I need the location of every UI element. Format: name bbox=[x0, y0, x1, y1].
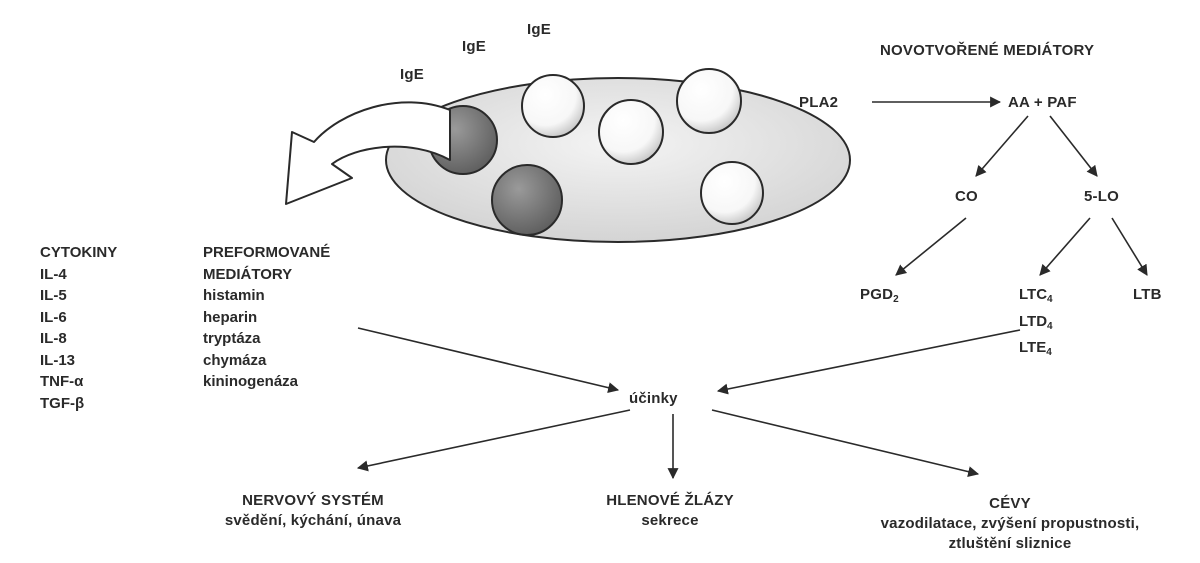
pgd2-label: PGD2 bbox=[860, 284, 899, 310]
5-lo-label: 5-LO bbox=[1084, 186, 1119, 207]
cytokiny-list: CYTOKINY IL-4 IL-5 IL-6 IL-8 IL-13 TNF-α… bbox=[40, 242, 117, 414]
cytokine-item: TGF-β bbox=[40, 393, 117, 415]
preformovane-title-2: MEDIÁTORY bbox=[203, 264, 330, 286]
nerv-desc: svědění, kýchání, únava bbox=[188, 510, 438, 531]
cevy-desc-1: vazodilatace, zvýšení propustnosti, bbox=[840, 513, 1180, 534]
granule-light-1 bbox=[522, 75, 584, 137]
mediator-item: heparin bbox=[203, 307, 330, 329]
arrow-ucinky-to-cevy bbox=[712, 410, 978, 474]
mediator-item: histamin bbox=[203, 285, 330, 307]
cytokine-item: IL-4 bbox=[40, 264, 117, 286]
granule-light-3 bbox=[677, 69, 741, 133]
ucinky-label: účinky bbox=[629, 388, 678, 409]
preformovane-list: PREFORMOVANÉ MEDIÁTORY histamin heparin … bbox=[203, 242, 330, 393]
pgd-subscript: 2 bbox=[893, 294, 899, 305]
mast-cell bbox=[386, 69, 850, 242]
ltb-label: LTB bbox=[1133, 284, 1162, 305]
preformovane-title-1: PREFORMOVANÉ bbox=[203, 242, 330, 264]
granule-light-2 bbox=[599, 100, 663, 164]
arrow-leukotrienes-to-ucinky bbox=[718, 330, 1020, 391]
arrow-mediators-to-ucinky bbox=[358, 328, 618, 390]
cytokine-item: IL-13 bbox=[40, 350, 117, 372]
lte-text: LTE bbox=[1019, 339, 1046, 356]
ige-label-1: IgE bbox=[400, 64, 424, 85]
leukotriene-list: LTC4 LTD4 LTE4 bbox=[1019, 284, 1053, 364]
ltc4-label: LTC4 bbox=[1019, 284, 1053, 311]
arrow-5lo-to-ltc bbox=[1040, 218, 1090, 275]
cytokine-item: TNF-α bbox=[40, 371, 117, 393]
mediator-item: tryptáza bbox=[203, 328, 330, 350]
hlen-title: HLENOVÉ ŽLÁZY bbox=[565, 490, 775, 511]
cytokiny-title: CYTOKINY bbox=[40, 242, 117, 264]
co-label: CO bbox=[955, 186, 978, 207]
nerv-title: NERVOVÝ SYSTÉM bbox=[208, 490, 418, 511]
cytokine-item: IL-5 bbox=[40, 285, 117, 307]
cevy-title: CÉVY bbox=[860, 493, 1160, 514]
arrow-5lo-to-ltb bbox=[1112, 218, 1147, 275]
ltc-subscript: 4 bbox=[1047, 294, 1053, 305]
novo-title: NOVOTVOŘENÉ MEDIÁTORY bbox=[880, 40, 1094, 61]
aa-paf-label: AA + PAF bbox=[1008, 92, 1077, 113]
ltd-text: LTD bbox=[1019, 313, 1047, 330]
lte-subscript: 4 bbox=[1046, 347, 1052, 358]
cevy-desc-2: ztluštění sliznice bbox=[860, 533, 1160, 554]
ltc-text: LTC bbox=[1019, 286, 1047, 303]
mediator-item: chymáza bbox=[203, 350, 330, 372]
mediator-item: kininogenáza bbox=[203, 371, 330, 393]
hlen-desc: sekrece bbox=[565, 510, 775, 531]
ige-label-3: IgE bbox=[527, 19, 551, 40]
pgd-text: PGD bbox=[860, 286, 893, 303]
cytokine-item: IL-8 bbox=[40, 328, 117, 350]
ltd4-label: LTD4 bbox=[1019, 311, 1053, 338]
arrow-co-to-pgd bbox=[896, 218, 966, 275]
ltd-subscript: 4 bbox=[1047, 321, 1053, 332]
cytokine-item: IL-6 bbox=[40, 307, 117, 329]
pla2-label: PLA2 bbox=[799, 92, 838, 113]
granule-light-4 bbox=[701, 162, 763, 224]
lte4-label: LTE4 bbox=[1019, 337, 1053, 364]
arrow-aa-to-5lo bbox=[1050, 116, 1097, 176]
arrow-ucinky-to-nerv bbox=[358, 410, 630, 468]
ige-label-2: IgE bbox=[462, 36, 486, 57]
arrow-aa-to-co bbox=[976, 116, 1028, 176]
granule-dark-2 bbox=[492, 165, 562, 235]
